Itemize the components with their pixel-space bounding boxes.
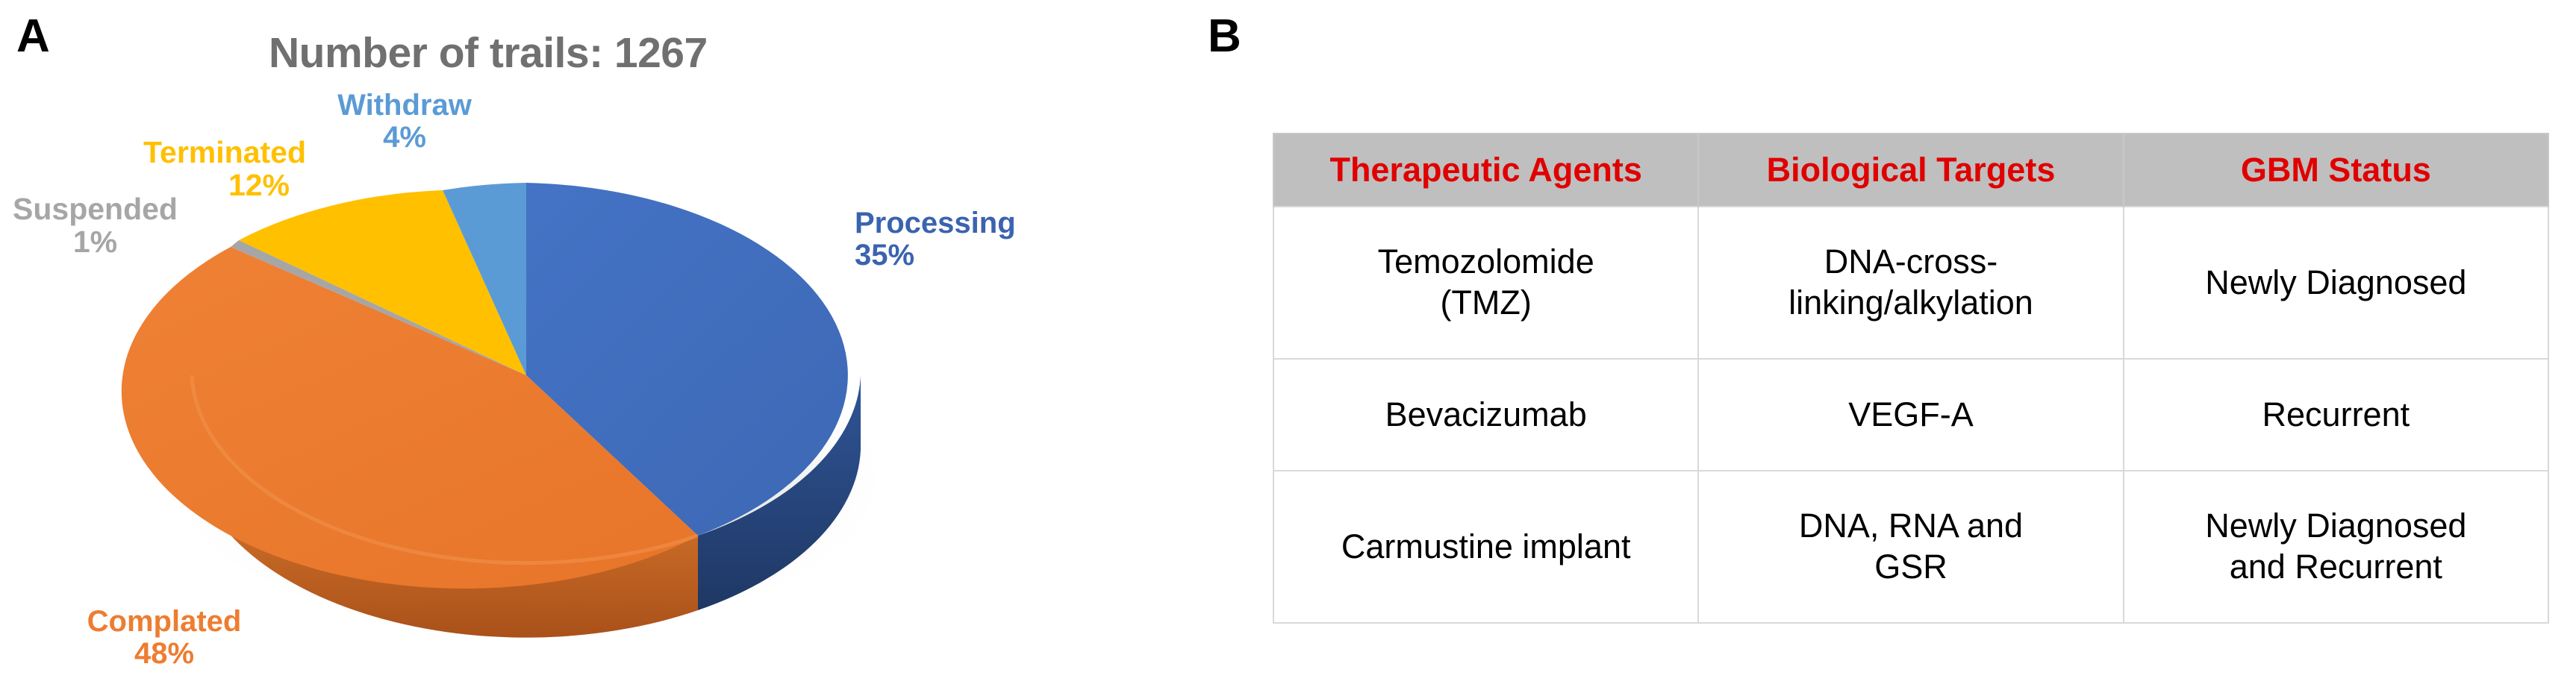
pie-label-suspended-name: Suspended: [13, 192, 178, 226]
panel-label-b: B: [1208, 10, 1241, 62]
pie-slice-complated: [121, 247, 698, 589]
table-cell-status-line1: Newly Diagnosed: [2205, 507, 2467, 545]
pie-label-complated-name: Complated: [87, 605, 242, 638]
table-cell-status: Recurrent: [2122, 358, 2550, 471]
table-row: Bevacizumab VEGF-A Recurrent: [1272, 358, 2550, 471]
pie-label-processing: Processing 35%: [855, 207, 1071, 272]
pie-label-terminated-pct: 12%: [228, 168, 290, 203]
table-cell-agent: Temozolomide (TMZ): [1272, 206, 1700, 360]
pie-label-withdraw-name: Withdraw: [337, 89, 472, 122]
table-header-biological-targets: Biological Targets: [1697, 133, 2124, 207]
pie-slice-terminated: [239, 190, 526, 375]
pie-label-terminated: Terminated 12%: [112, 136, 306, 202]
table-cell-target: DNA-cross- linking/alkylation: [1697, 206, 2124, 360]
pie-label-terminated-name: Terminated: [143, 135, 306, 169]
pie-label-suspended-pct: 1%: [72, 225, 118, 260]
table-header-gbm-status: GBM Status: [2122, 133, 2550, 207]
pie-chart-graphic: [121, 183, 892, 638]
table-cell-agent: Carmustine implant: [1272, 470, 1700, 624]
table-cell-target: VEGF-A: [1697, 358, 2124, 471]
table-cell-target-line2: linking/alkylation: [1788, 283, 2033, 322]
table-header-therapeutic-agents: Therapeutic Agents: [1272, 133, 1700, 207]
pie-chart-panel: Number of trails: 1267: [0, 0, 1209, 699]
pie-label-processing-name: Processing: [855, 207, 1016, 239]
pie-slice-suspended: [231, 240, 526, 375]
pie-label-processing-pct: 35%: [855, 239, 915, 272]
pie-slice-processing: [526, 183, 848, 536]
pie-rim-highlight: [190, 374, 699, 565]
table-row: Carmustine implant DNA, RNA and GSR Newl…: [1272, 470, 2550, 624]
pie-side-processing: [698, 375, 861, 610]
table-cell-agent-line2: (TMZ): [1440, 283, 1532, 322]
pie-label-complated-pct: 48%: [134, 637, 195, 671]
table-row: Temozolomide (TMZ) DNA-cross- linking/al…: [1272, 206, 2550, 360]
therapeutic-agents-table-panel: Therapeutic Agents Biological Targets GB…: [1272, 133, 2550, 624]
pie-label-suspended: Suspended 1%: [0, 192, 190, 259]
table-cell-agent: Bevacizumab: [1272, 358, 1700, 471]
table-cell-target-line1: DNA-cross-: [1824, 242, 1998, 281]
pie-slice-withdraw: [443, 183, 526, 375]
table-cell-status-line2: and Recurrent: [2229, 548, 2442, 586]
pie-label-withdraw: Withdraw 4%: [326, 89, 483, 154]
pie-chart-title: Number of trails: 1267: [269, 29, 708, 77]
table-cell-status: Newly Diagnosed: [2122, 206, 2550, 360]
pie-label-withdraw-pct: 4%: [383, 121, 426, 154]
table-cell-target: DNA, RNA and GSR: [1697, 470, 2124, 624]
table-cell-target-line1: DNA, RNA and: [1798, 507, 2024, 545]
table-cell-status: Newly Diagnosed and Recurrent: [2122, 470, 2550, 624]
panel-label-a: A: [16, 10, 50, 62]
table-header-row: Therapeutic Agents Biological Targets GB…: [1272, 133, 2550, 207]
table-cell-agent-line1: Temozolomide: [1377, 242, 1594, 281]
table-cell-target-line2: GSR: [1874, 548, 1947, 586]
pie-label-complated: Complated 48%: [67, 605, 261, 671]
therapeutic-agents-table: Therapeutic Agents Biological Targets GB…: [1272, 133, 2550, 624]
